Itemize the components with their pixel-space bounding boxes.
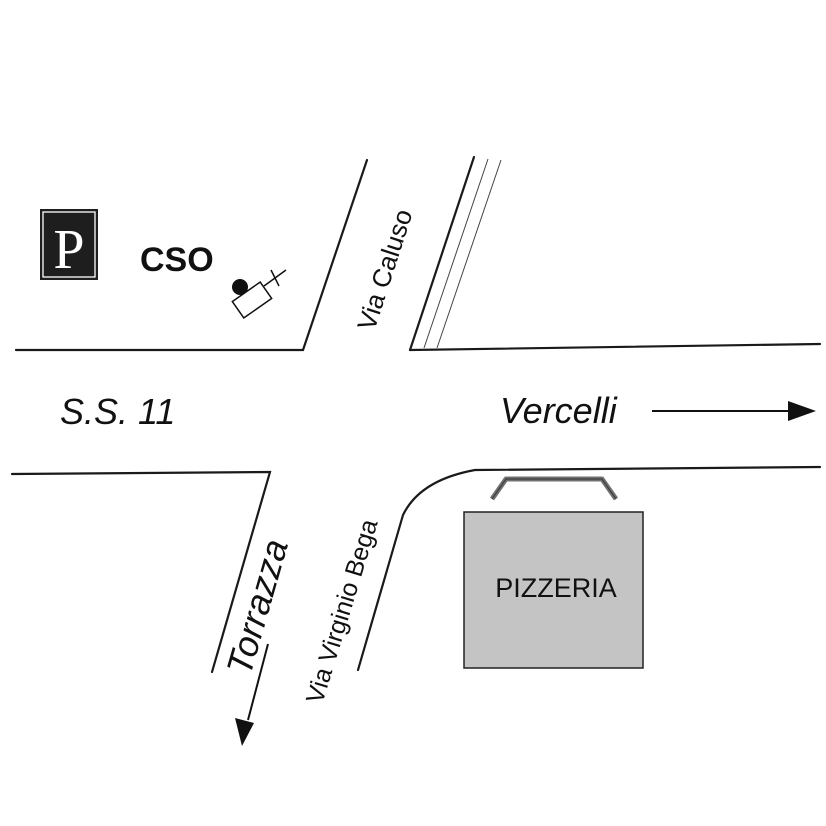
pizzeria-awning (489, 476, 619, 501)
via-virginio-bega-label: Via Virginio Bega (301, 516, 384, 707)
pizzeria-label: PIZZERIA (495, 573, 617, 603)
parking-sign: P (40, 209, 98, 281)
church-icon (231, 269, 287, 319)
road-ss11-south-west-edge (10, 470, 272, 674)
ss11-label: S.S. 11 (60, 391, 175, 432)
pizzeria-building: PIZZERIA (463, 476, 644, 669)
road-ss11-south-east-edge (356, 465, 822, 672)
arrow-right-icon (652, 401, 816, 421)
parking-letter: P (53, 219, 84, 281)
via-caluso-label: Via Caluso (351, 205, 418, 333)
parking-sign-frame (42, 211, 96, 278)
rail-line-2 (436, 159, 502, 349)
arrow-down-icon (235, 643, 269, 746)
road-ss11-north-east-edge (408, 155, 476, 352)
cso-label: CSO (140, 241, 214, 279)
road-ss11-north-west-edge (14, 158, 369, 352)
road-ss11-north-east-line (408, 342, 822, 352)
rail-line-1 (423, 158, 489, 349)
roads (10, 155, 822, 674)
vercelli-label: Vercelli (500, 390, 618, 431)
pizzeria-awning-outline (491, 478, 617, 500)
pizzeria-box (463, 511, 644, 669)
parking-sign-icon (40, 209, 98, 280)
